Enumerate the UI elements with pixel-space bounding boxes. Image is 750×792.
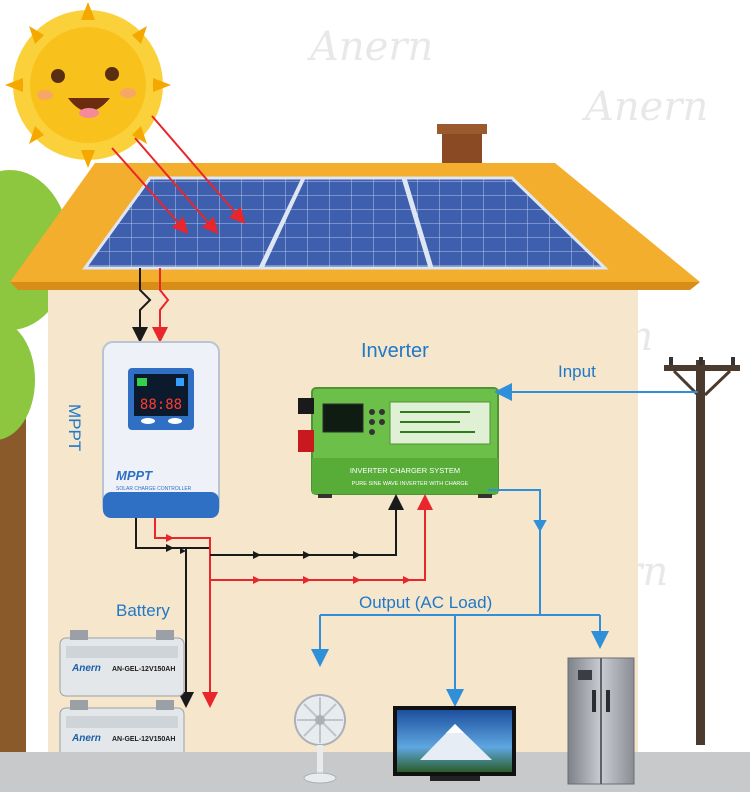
utility-pole — [664, 357, 740, 745]
controller-brand: MPPT — [116, 468, 153, 483]
floor — [0, 752, 750, 792]
mppt-label: MPPT — [65, 404, 84, 451]
refrigerator-icon — [567, 657, 635, 785]
input-label: Input — [558, 362, 596, 381]
controller-display: 88:88 — [140, 397, 182, 413]
battery-label: Battery — [116, 601, 170, 620]
battery-model: AN-GEL-12V150AH — [112, 666, 175, 673]
inverter-model-label: INVERTER CHARGER SYSTEM — [350, 466, 460, 475]
battery-1: Anern AN-GEL-12V150AH — [59, 630, 185, 697]
inverter-unit: INVERTER CHARGER SYSTEM PURE SINE WAVE I… — [298, 387, 499, 498]
sun-rays — [111, 115, 246, 235]
watermark-text: Anern — [306, 24, 433, 70]
sun-icon — [5, 2, 171, 168]
pv-wires — [132, 268, 170, 343]
tv-icon — [393, 706, 516, 781]
inverter-sublabel: PURE SINE WAVE INVERTER WITH CHARGE — [352, 481, 469, 487]
dc-flow-arrows — [166, 534, 411, 584]
output-label: Output (AC Load) — [359, 593, 492, 612]
battery-brand: Anern — [71, 663, 101, 674]
ac-wiring — [311, 383, 698, 707]
controller-subtitle: SOLAR CHARGE CONTROLLER — [116, 486, 192, 492]
dc-wiring — [135, 494, 433, 708]
battery-brand: Anern — [71, 733, 101, 744]
solar-panels — [82, 176, 609, 270]
mppt-controller: 88:88 MPPT SOLAR CHARGE CONTROLLER — [102, 341, 220, 518]
fan-icon — [294, 694, 346, 784]
battery-model: AN-GEL-12V150AH — [112, 736, 175, 743]
watermark-text: Anern — [581, 84, 708, 130]
inverter-label: Inverter — [361, 340, 429, 362]
